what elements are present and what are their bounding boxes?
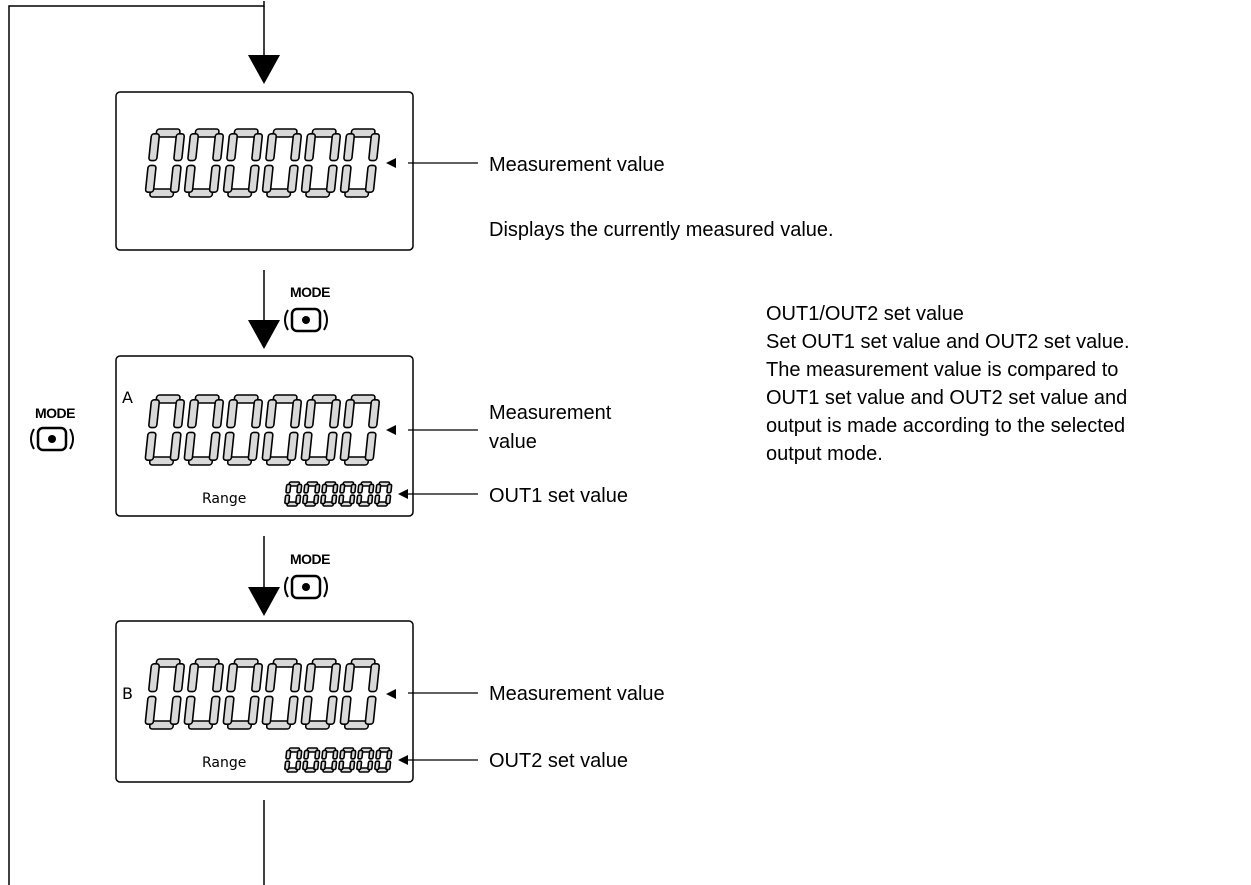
lcd-digit-zero	[320, 747, 339, 773]
callout-measurement-value-3: Measurement value	[489, 683, 665, 705]
loop-line	[8, 1, 265, 885]
lcd-pointer-arrow	[386, 689, 396, 699]
lcd-digit-zero	[261, 658, 303, 730]
callout-measurement-value-1: Measurement value	[489, 154, 665, 176]
lcd-digit-zero	[144, 658, 186, 730]
lcd-digit-zero	[339, 394, 381, 466]
lcd-main-digits-2	[144, 394, 396, 466]
lcd-digit-zero	[300, 658, 342, 730]
lcd-digit-zero	[183, 128, 225, 198]
desc-line: The measurement value is compared to	[766, 359, 1119, 381]
lcd-digit-zero	[338, 481, 357, 507]
lcd-digit-zero	[339, 658, 381, 730]
desc-line: OUT1/OUT2 set value	[766, 303, 964, 325]
lcd-main-digits-3	[144, 658, 396, 730]
lcd-digit-zero	[374, 481, 393, 507]
lcd-digit-zero	[374, 747, 393, 773]
lcd-pointer-arrow	[398, 755, 408, 765]
desc-line: OUT1 set value and OUT2 set value and	[766, 387, 1128, 409]
callout-measurement-line2: value	[489, 431, 537, 453]
arrow-head-1-2	[248, 320, 280, 349]
callout-out2-set-value: OUT2 set value	[489, 750, 628, 772]
lcd-range-label-3: Range	[202, 755, 247, 771]
desc-line: output is made according to the selected	[766, 415, 1126, 437]
lcd-indicator-a: A	[122, 388, 133, 407]
lcd-digit-zero	[144, 128, 186, 198]
arrow-head-2-3	[248, 587, 280, 616]
lcd-digit-zero	[222, 394, 264, 466]
lcd-pointer-arrow	[386, 158, 396, 168]
callout-out1-set-value: OUT1 set value	[489, 485, 628, 507]
out-set-value-description: OUT1/OUT2 set value Set OUT1 set value a…	[766, 300, 1130, 468]
lcd-digit-zero	[320, 481, 339, 507]
mode-label: MODE	[290, 284, 331, 300]
lcd-pointer-arrow	[398, 489, 408, 499]
lcd-digit-zero	[183, 394, 225, 466]
lcd-main-digits-1	[144, 128, 396, 198]
lcd-digit-zero	[356, 747, 375, 773]
lcd-digit-zero	[300, 394, 342, 466]
lcd-sub-digits-2	[284, 481, 408, 507]
lcd-digit-zero	[356, 481, 375, 507]
lcd-digit-zero	[284, 481, 303, 507]
mode-button-icon	[284, 574, 328, 600]
measurement-description: Displays the currently measured value.	[489, 219, 834, 241]
lcd-digit-zero	[222, 128, 264, 198]
lcd-digit-zero	[338, 747, 357, 773]
lcd-indicator-b: B	[122, 684, 133, 703]
desc-line: output mode.	[766, 443, 883, 465]
lcd-digit-zero	[284, 747, 303, 773]
lcd-digit-zero	[302, 747, 321, 773]
lcd-pointer-arrow	[386, 425, 396, 435]
arrow-head-top	[248, 55, 280, 84]
mode-label: MODE	[290, 551, 331, 567]
mode-label: MODE	[35, 405, 76, 421]
desc-line: Set OUT1 set value and OUT2 set value.	[766, 331, 1130, 353]
lcd-digit-zero	[302, 481, 321, 507]
mode-button-icon	[30, 426, 74, 452]
lcd-digit-zero	[339, 128, 381, 198]
lcd-sub-digits-3	[284, 747, 408, 773]
callout-measurement-line1: Measurement	[489, 402, 612, 424]
mode-button-icon	[284, 307, 328, 333]
lcd-digit-zero	[222, 658, 264, 730]
lcd-digit-zero	[144, 394, 186, 466]
lcd-range-label-2: Range	[202, 491, 247, 507]
lcd-digit-zero	[261, 128, 303, 198]
lcd-digit-zero	[261, 394, 303, 466]
lcd-digit-zero	[183, 658, 225, 730]
lcd-digit-zero	[300, 128, 342, 198]
